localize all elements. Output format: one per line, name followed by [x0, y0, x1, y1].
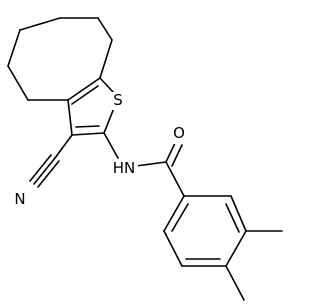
bond-c2-nh [103, 132, 119, 159]
bond-cn-triple-3 [29, 154, 52, 182]
bond-ar5-ar6 [163, 230, 183, 267]
bond-c2-c3 [71, 132, 105, 136]
bond-nh-carbonyl [135, 161, 167, 167]
bond-c7-c6 [7, 29, 21, 67]
bond-ar6-ar1 [163, 195, 185, 232]
cycloheptane-ring [7, 17, 113, 101]
amide-linkage [103, 132, 185, 197]
bond-c4a-c8a-inner [71, 85, 99, 105]
bond-c3-c4 [99, 39, 113, 79]
structure-canvas: S O HN N [7, 17, 283, 301]
bond-c3-c4a [67, 99, 73, 136]
sulfur-label: S [113, 91, 123, 109]
oxygen-label: O [173, 124, 185, 142]
bond-ar2-ar3-inner [225, 203, 240, 233]
bond-carbonyl-o-double [171, 144, 183, 167]
bond-ar3-ar4 [225, 230, 247, 267]
bond-c2-c3 [97, 17, 113, 41]
bond-c3-cn [54, 134, 73, 159]
thiophene-ring [67, 77, 115, 136]
bond-ar6-ar1-inner [171, 203, 189, 232]
nitrile-n-label: N [14, 190, 25, 208]
bond-carbonyl-aryl [165, 161, 185, 197]
bond-methyl-4 [225, 265, 245, 301]
bond-c8a-s [99, 77, 115, 94]
nitrile-group [29, 134, 73, 188]
bond-c1-c7 [19, 17, 61, 31]
bond-carbonyl-o [165, 140, 177, 163]
amide-nh-label: HN [113, 159, 136, 177]
bond-cn-triple-2 [37, 160, 60, 188]
bond-s-c2 [103, 107, 115, 134]
atom-labels: S O HN N [12, 91, 187, 208]
bond-cn-triple-1 [33, 157, 56, 185]
bond-c2-c3-inner [75, 125, 100, 128]
molecule-diagram: S O HN N [7, 17, 283, 301]
bond-c4a-c8a [67, 77, 101, 101]
bond-ar2-ar3 [230, 195, 247, 232]
benzene-ring [163, 195, 247, 267]
bond-c6-c5 [7, 65, 29, 101]
methyl-groups [225, 230, 283, 301]
